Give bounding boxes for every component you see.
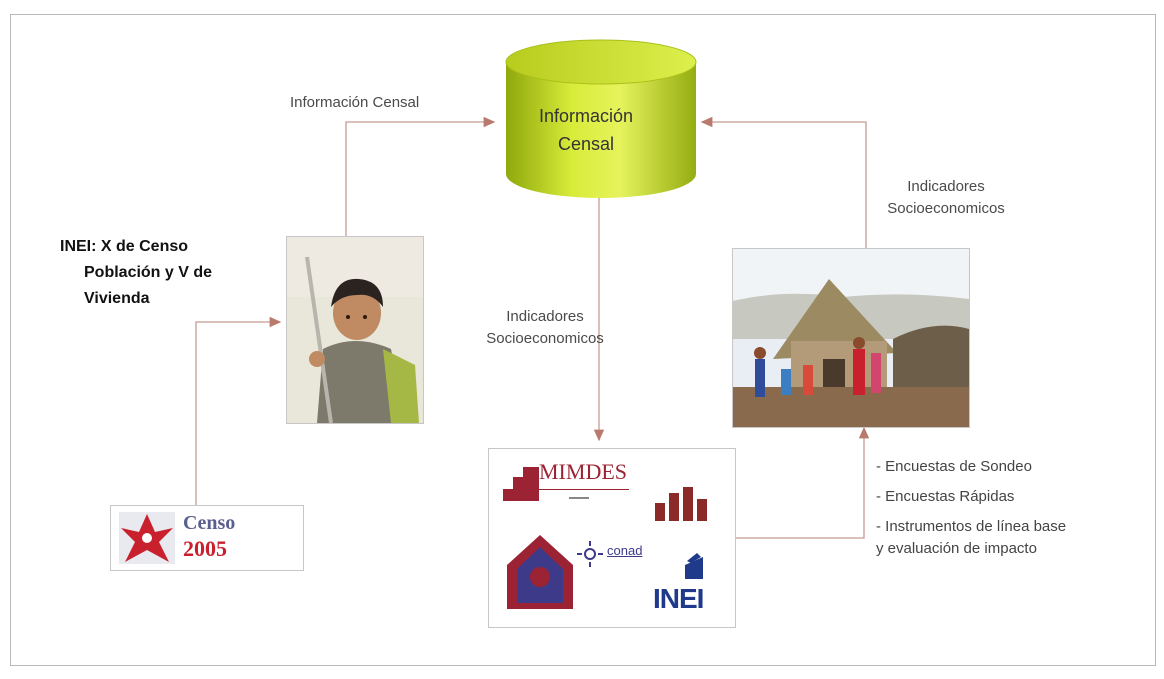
inei-title-line1: INEI: X de Censo	[60, 238, 189, 255]
inei-census-title: INEI: X de Censo Población y V de Vivien…	[60, 234, 212, 312]
censo-logo-word: Censo	[183, 512, 236, 534]
child-photo-image	[287, 237, 423, 423]
database-label-line2: Censal	[557, 134, 615, 154]
conadis-sun-icon	[577, 541, 603, 567]
arrow-logos-to-village	[736, 426, 870, 539]
mimdes-emblem-icon	[503, 467, 539, 501]
conadis-logo-text: conad	[607, 543, 643, 558]
label-right-indicators-line2: Socioeconomicos	[887, 200, 1005, 217]
mimdes-subtitle-mark	[569, 497, 589, 499]
building-logo-icon	[655, 487, 707, 521]
village-photo	[732, 248, 970, 428]
label-center-indicators-line1: Indicadores	[506, 308, 584, 325]
label-informacion-censal: Información Censal	[290, 94, 420, 111]
inei-emblem-icon	[685, 553, 703, 579]
bullet-instrumentos-linea-base: - Instrumentos de línea base y evaluació…	[876, 518, 1067, 557]
label-center-indicators-line2: Socioeconomicos	[486, 330, 604, 347]
child-photo	[286, 236, 424, 424]
database-cylinder-icon	[505, 39, 697, 198]
mimdes-logo-text: MIMDES	[539, 459, 628, 484]
censo-2005-logo: Censo 2005	[110, 505, 304, 571]
institutions-logos: MIMDES conad INEI	[488, 448, 736, 628]
bullet-encuestas-sondeo: - Encuestas de Sondeo	[876, 458, 1032, 475]
database-label: Información Censal	[500, 102, 672, 158]
inei-title-line2: Población y V de	[84, 264, 213, 281]
label-right-indicators-line1: Indicadores	[907, 178, 985, 195]
bullet-encuestas-rapidas: - Encuestas Rápidas	[876, 488, 1015, 505]
censo-star-icon	[119, 512, 175, 564]
village-photo-image	[733, 249, 969, 427]
house-emblem-icon	[507, 535, 573, 609]
label-center-indicators: Indicadores Socioeconomicos	[460, 306, 630, 350]
arrow-village-to-database	[700, 116, 867, 248]
label-right-indicators: Indicadores Socioeconomicos	[876, 176, 1016, 220]
mimdes-underline	[529, 489, 629, 490]
inei-title-line3: Vivienda	[84, 290, 150, 307]
censo-logo-year: 2005	[183, 536, 227, 561]
survey-instruments-list: - Encuestas de Sondeo - Encuestas Rápida…	[876, 456, 1076, 568]
arrow-child-to-database	[345, 116, 496, 236]
database-label-line1: Información	[538, 106, 634, 126]
arrow-censo-to-child	[195, 316, 282, 505]
inei-logo-text: INEI	[653, 583, 704, 614]
